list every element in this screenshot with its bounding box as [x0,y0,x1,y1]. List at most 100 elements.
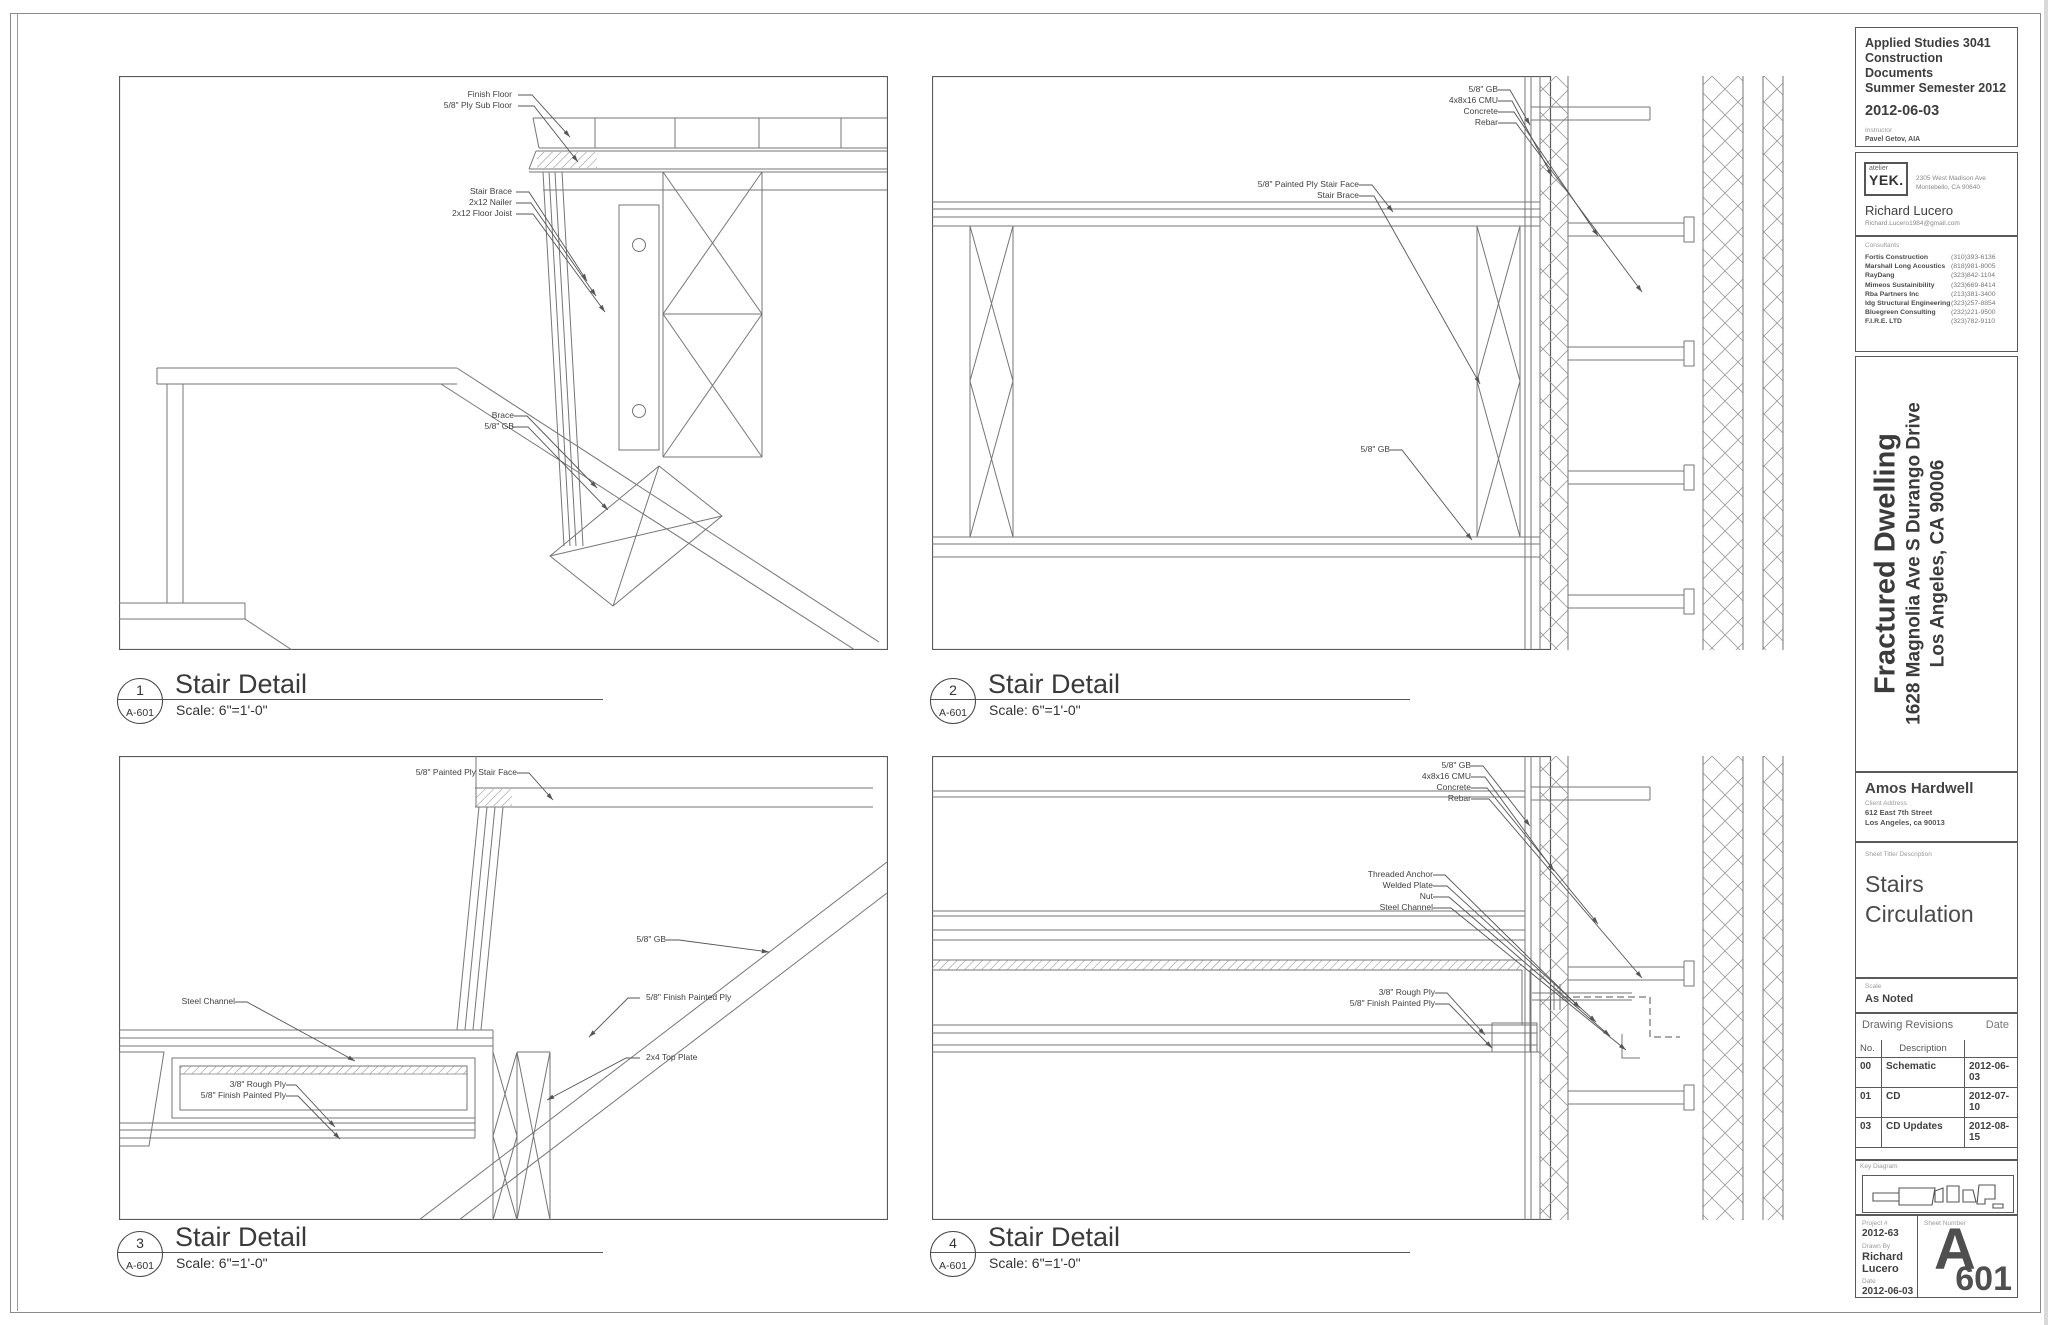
annotation-line: Threaded Anchor [1367,869,1433,879]
revisions-header: Drawing Revisions Date [1856,1014,2017,1040]
annotation-line: Concrete [1463,106,1499,116]
course-info-block: Applied Studies 3041 Construction Docume… [1855,27,2018,147]
sheet-reference: A-601 [125,707,155,719]
annotation-wall: 5/8" GB 4x8x16 CMU Concrete Rebar [1422,760,1471,804]
instructor-label: Instructor [1865,127,1893,134]
sheet-date: 2012-06-03 [1862,1286,1914,1297]
key-diagram-label: Key Diagram [1860,1163,1898,1170]
consultant-row: Bluegreen Consulting(232)221-9500 [1865,309,1996,317]
revision-row: 00 Schematic 2012-06-03 [1856,1058,2017,1088]
sheet-info-block: Project # 2012-63 Drawn By Richard Lucer… [1855,1215,2018,1298]
detail-2-bubble: 2 A-601 [930,678,976,724]
annotation-line: 5/8" Finish Painted Ply [646,992,732,1002]
scale-value: As Noted [1865,993,1914,1005]
instructor-name: Pavel Getov, AIA [1865,136,1921,143]
detail-title-text: Stair Detail [988,669,1121,699]
client-block: Amos Hardwell Client Address 612 East 7t… [1855,772,2018,842]
title-underline [930,699,1410,701]
annotation-line: 2x12 Nailer [469,197,512,207]
annotation-finish-ply: 5/8" Finish Painted Ply [646,992,731,1003]
detail-title-text: Stair Detail [175,1222,308,1252]
project-title-block: Fractured Dwelling 1628 Magnolia Ave S D… [1855,356,2018,772]
annotation-ply: 3/8" Rough Ply 5/8" Finish Painted Ply [1350,987,1435,1009]
course-line: Construction Documents [1865,51,1943,80]
sheet-edge [2044,0,2048,1325]
detail-4-linework [932,756,1784,1220]
detail-scale-text: Scale: 6"=1'-0" [176,1255,268,1271]
revision-row: 03 CD Updates 2012-08-15 [1856,1118,2017,1148]
designer-email: Richard.Lucero1984@gmail.com [1865,220,1960,227]
project-name: Fractured Dwelling [1869,432,1902,695]
sheet-title-label: Sheet Title/ Description [1865,851,1932,858]
annotation-wall: 5/8" GB 4x8x16 CMU Concrete Rebar [1449,84,1498,128]
annotation-line: 2x12 Floor Joist [452,208,512,218]
annotation-line: 5/8" Painted Ply Stair Face [1257,179,1359,189]
detail-scale-text: Scale: 6"=1'-0" [989,702,1081,718]
annotation-line: Nut [1419,891,1433,901]
client-address-line: Los Angeles, ca 90013 [1865,817,1945,827]
logo-text-big: YEK. [1869,172,1904,188]
detail-scale-text: Scale: 6"=1'-0" [989,1255,1081,1271]
project-number-label: Project # [1862,1220,1888,1227]
sheet-reference: A-601 [125,1260,155,1272]
firm-address-line: Montebello, CA 90640 [1916,183,1980,191]
annotation-line: Steel Channel [181,996,235,1006]
annotation-line: Rebar [1474,117,1498,127]
firm-logo: atelier YEK. [1864,162,1908,196]
annotation-anchor: Threaded Anchor Welded Plate Nut Steel C… [1368,869,1433,913]
consultant-row: Mimeos Sustainibility(323)669-8414 [1865,281,1996,289]
title-underline [117,1252,603,1254]
sheet-title-text: Stairs Circulation [1865,871,1974,927]
consultant-row: RayDang(323)842-1104 [1865,272,1996,280]
title-underline [930,1252,1410,1254]
scale-label: Scale [1865,983,1882,990]
client-name: Amos Hardwell [1865,780,1974,797]
annotation-line: Steel Channel [1379,902,1433,912]
annotation-line: 3/8" Rough Ply [229,1079,286,1089]
firm-block: atelier YEK. 2305 West Madison Ave Monte… [1855,152,2018,236]
detail-1-title: 1 A-601 Stair Detail Scale: 6"=1'-0" [117,671,617,738]
annotation-line: 5/8" Ply Sub Floor [443,100,512,110]
project-address-line: Los Angeles, CA 90006 [1927,459,1949,668]
detail-1-bubble: 1 A-601 [117,678,163,724]
revisions-label: Drawing Revisions [1862,1019,1954,1031]
project-number: 2012-63 [1862,1228,1899,1239]
annotation-line: 5/8" Finish Painted Ply [1349,998,1435,1008]
key-diagram-box [1862,1175,2014,1213]
detail-4-drawing: 5/8" GB 4x8x16 CMU Concrete Rebar Thread… [932,756,1792,1220]
title-underline [117,699,603,701]
consultants-list: Fortis Construction(310)393-6136 Marshal… [1865,253,2013,327]
sheet-title-block: Sheet Title/ Description Stairs Circulat… [1855,842,2018,978]
sheet-reference: A-601 [938,1260,968,1272]
revisions-date-label: Date [1985,1019,2009,1031]
revisions-block: Drawing Revisions Date No. Description 0… [1855,1013,2018,1160]
revisions-subheader: No. Description [1856,1040,2017,1058]
annotation-line: 4x8x16 CMU [1448,95,1498,105]
detail-3-title: 3 A-601 Stair Detail Scale: 6"=1'-0" [117,1224,617,1291]
drawn-by-name: Richard [1862,1251,1903,1263]
annotation-line: Concrete [1436,782,1472,792]
detail-number: 4 [949,1235,957,1251]
detail-3-drawing: 5/8" Painted Ply Stair Face 5/8" GB 5/8"… [119,756,888,1220]
annotation-ply: 3/8" Rough Ply 5/8" Finish Painted Ply [201,1079,286,1101]
firm-address: 2305 West Madison Ave Montebello, CA 906… [1916,175,1986,192]
detail-1-linework [119,76,888,650]
annotation-line: 5/8" GB [1441,760,1471,770]
sheet-letter: A [1934,1217,1976,1282]
annotation-line: Finish Floor [467,89,512,99]
detail-title-text: Stair Detail [988,1222,1121,1252]
annotation-line: Brace [491,410,514,420]
consultant-row: Rba Partners Inc(213)381-3400 [1865,290,1996,298]
consultant-row: Fortis Construction(310)393-6136 [1865,254,1996,261]
detail-4-bubble: 4 A-601 [930,1231,976,1277]
annotation-top-plate: 2x4 Top Plate [646,1052,697,1063]
consultant-row: Idg Structural Engineering(323)257-8854 [1865,300,1996,308]
annotation-gb: 5/8" GB [637,934,666,945]
client-label: Client Address [1865,800,1907,807]
firm-address-line: 2305 West Madison Ave [1916,175,1986,182]
issue-date: 2012-06-03 [1865,103,1940,119]
sheet-number-label: Sheet Number [1924,1220,1966,1227]
annotation-line: Welded Plate [1382,880,1433,890]
sheet-border-inner [17,13,18,1311]
